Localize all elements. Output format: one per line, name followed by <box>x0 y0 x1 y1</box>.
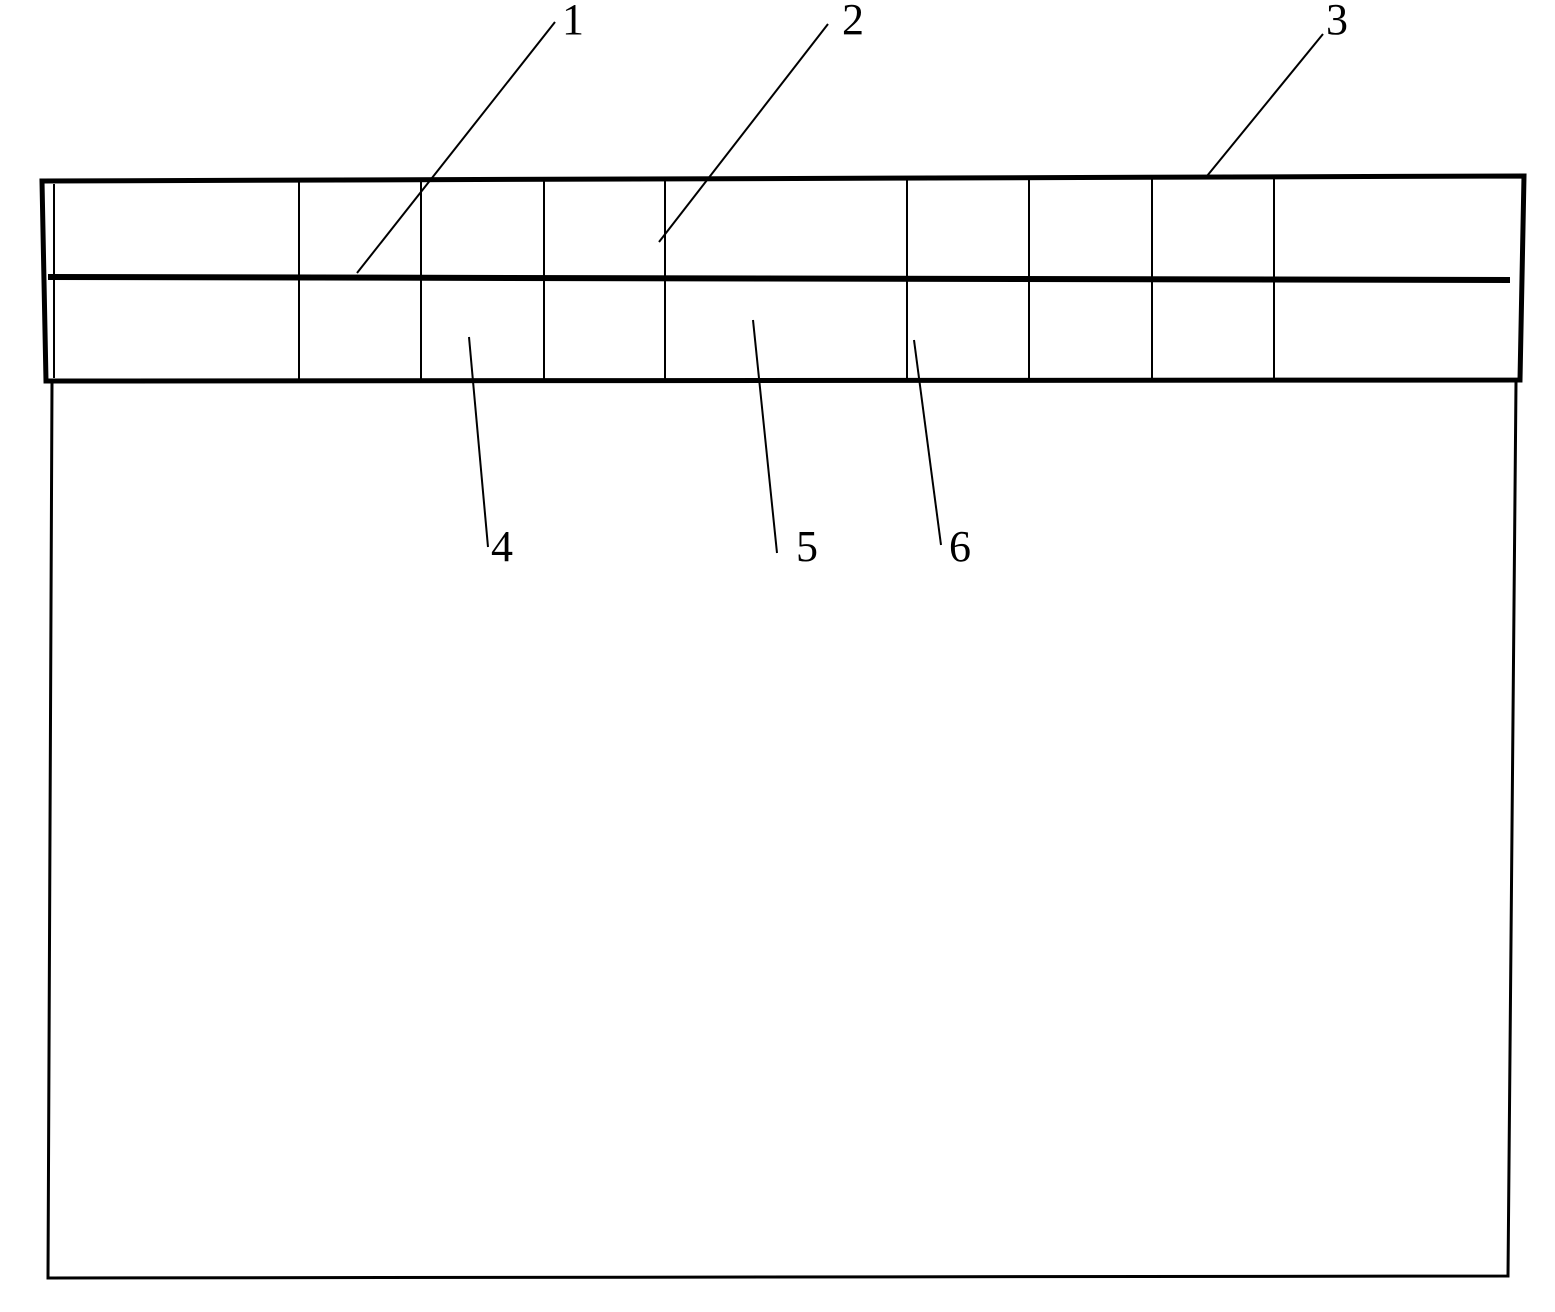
center-divider-line <box>47 274 1511 283</box>
reference-numeral-2: 2 <box>842 0 864 44</box>
reference-numeral-1: 1 <box>562 0 584 44</box>
top-strip-frame <box>39 173 1527 384</box>
reference-numeral-3: 3 <box>1326 0 1348 44</box>
box-body-outline <box>46 381 1518 1280</box>
leader-line-1 <box>356 21 556 274</box>
leader-line-3 <box>1206 33 1324 177</box>
reference-numeral-5: 5 <box>796 522 818 571</box>
leader-line-6 <box>913 339 942 546</box>
leader-lines <box>356 21 1324 554</box>
leader-line-5 <box>752 319 778 554</box>
reference-numeral-6: 6 <box>949 522 971 571</box>
leader-line-2 <box>658 23 829 243</box>
cell-dividers <box>298 179 1275 379</box>
reference-numeral-4: 4 <box>491 522 513 571</box>
leader-line-4 <box>468 336 489 548</box>
